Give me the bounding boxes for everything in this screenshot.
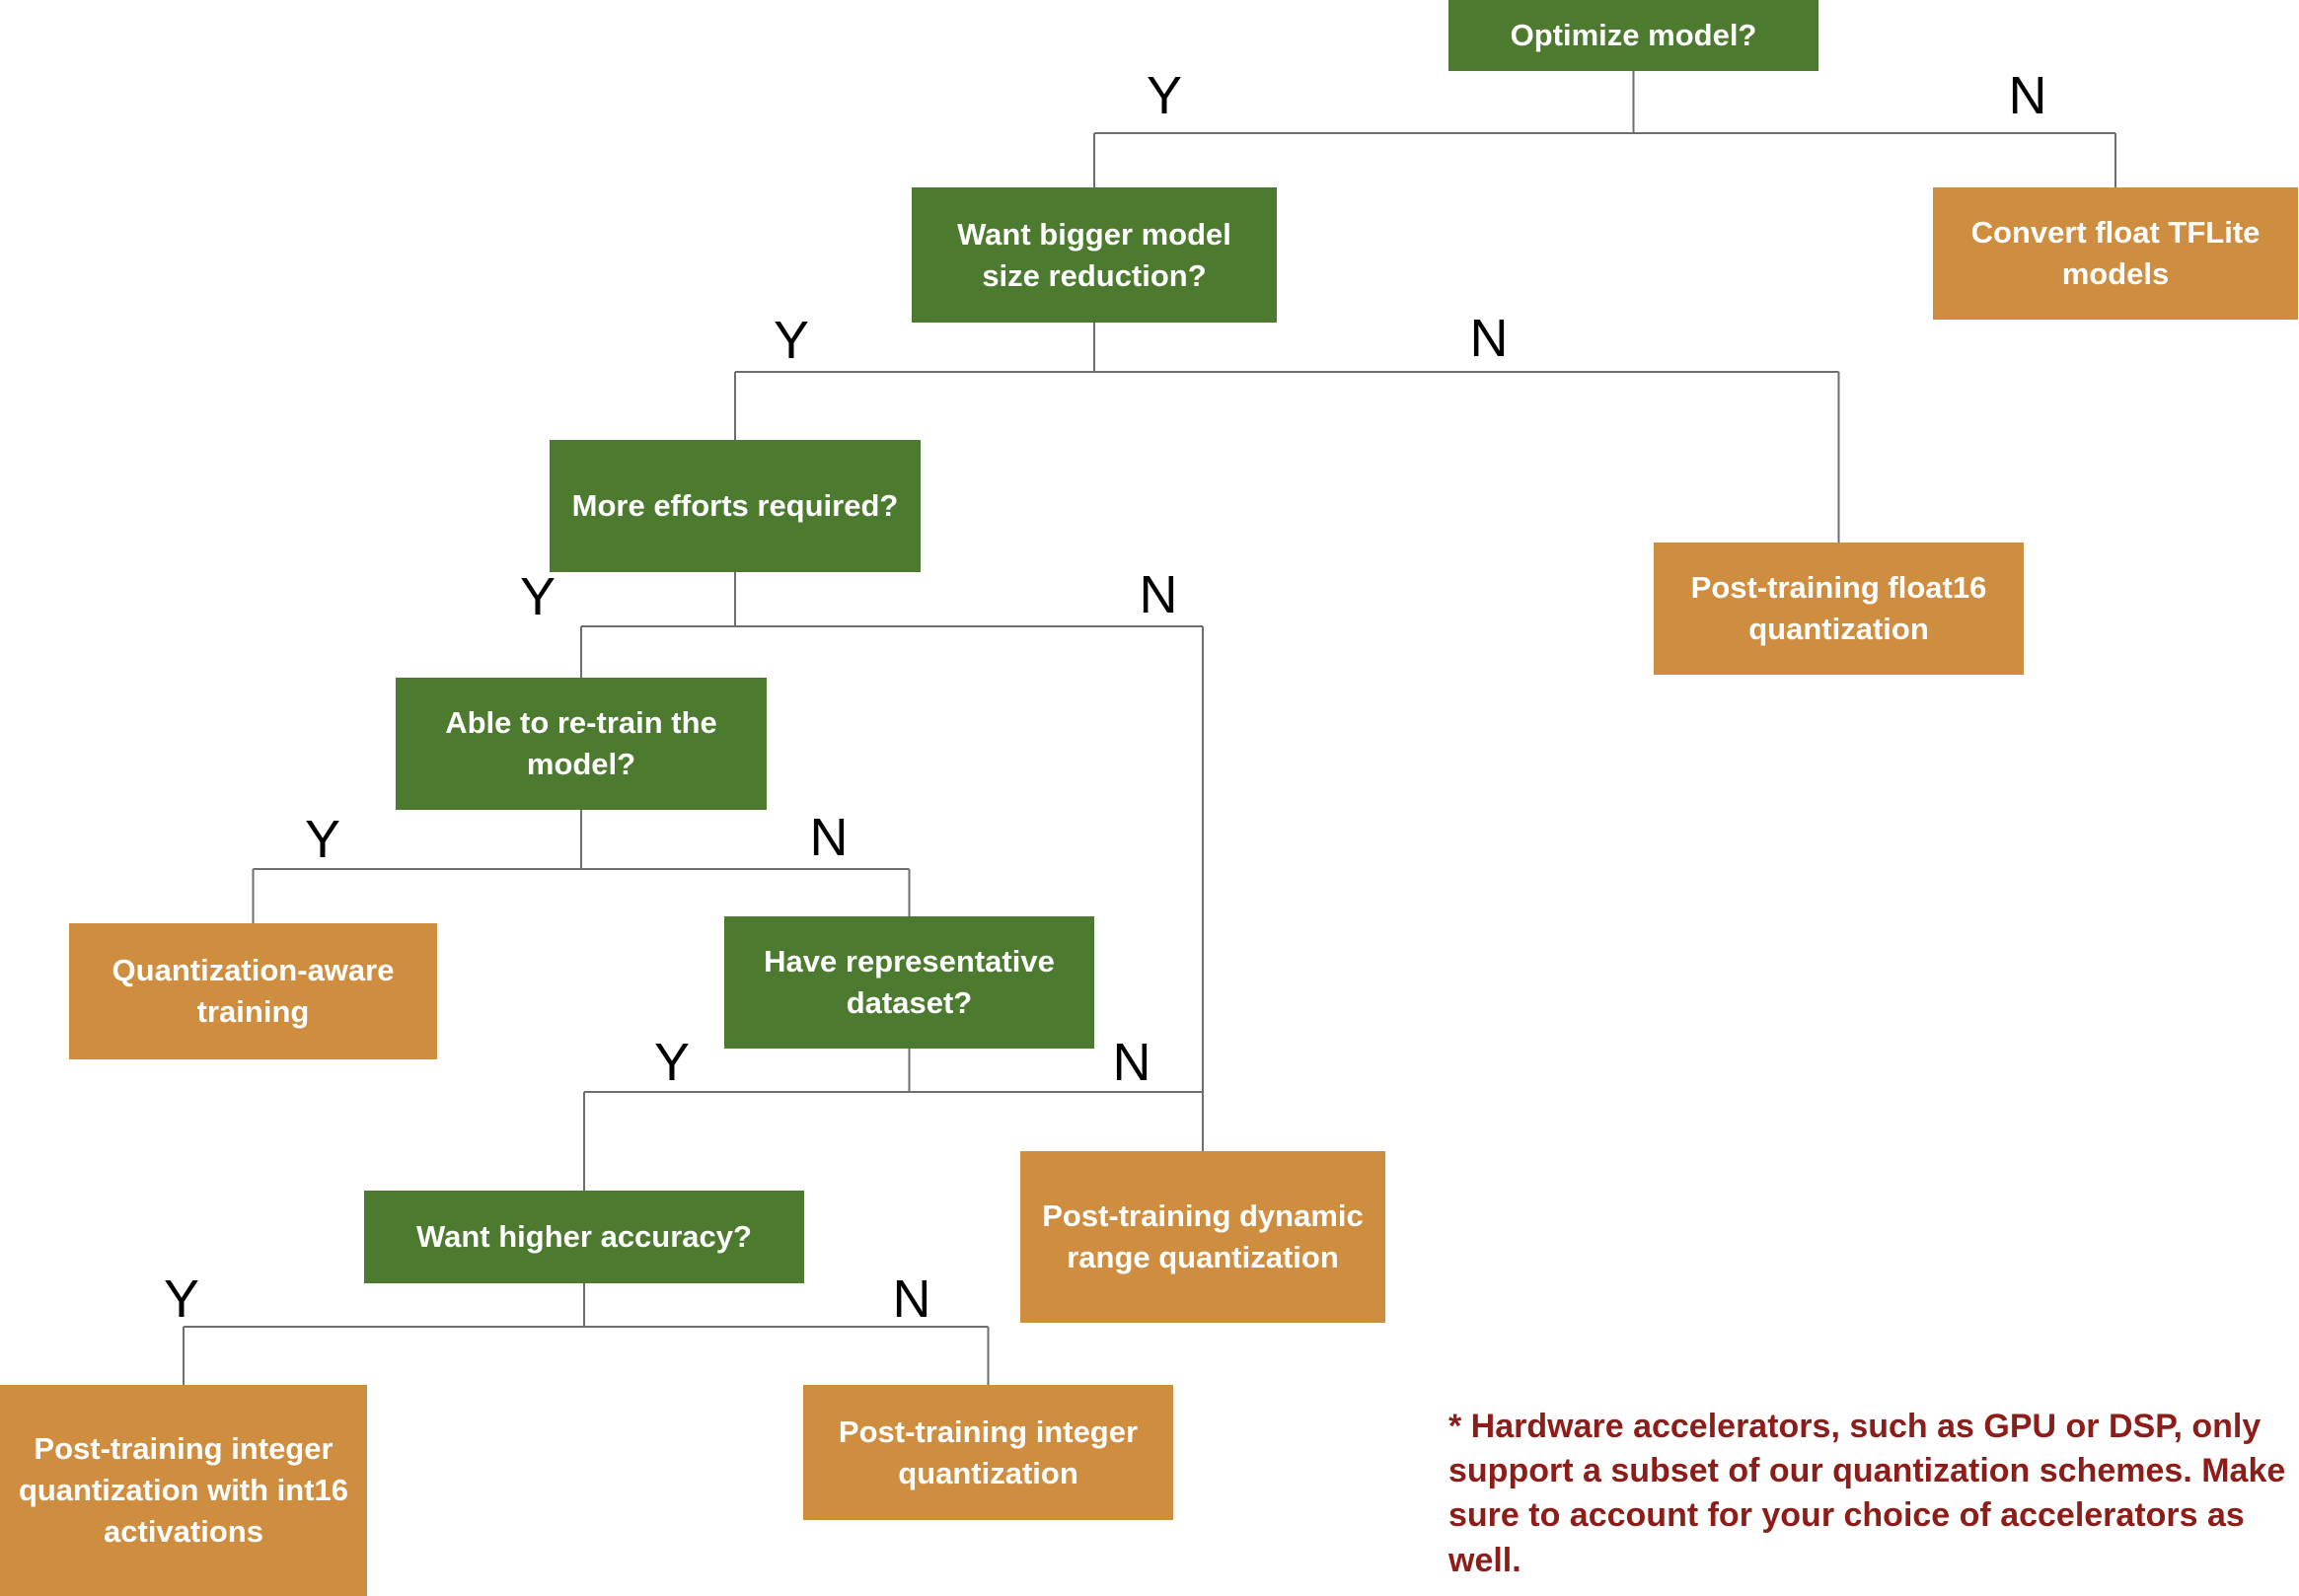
node-integer-quantization: Post-training integer quantization xyxy=(803,1385,1173,1520)
branch-label-yes: Y xyxy=(519,567,556,626)
node-dynamic-range-quantization: Post-training dynamic range quantization xyxy=(1020,1151,1385,1323)
node-quantization-aware-training: Quantization-aware training xyxy=(69,923,437,1059)
node-label: Post-training dynamic range quantization xyxy=(1042,1198,1364,1274)
branch-label-yes: Y xyxy=(773,311,810,370)
branch-label-yes: Y xyxy=(163,1270,200,1329)
node-label: Post-training float16 quantization xyxy=(1690,570,1987,646)
footnote: * Hardware accelerators, such as GPU or … xyxy=(1448,1408,2286,1579)
node-convert-float-tflite: Convert float TFLite models xyxy=(1933,187,2298,320)
branch-label-no: N xyxy=(1112,1033,1151,1092)
node-want-higher-accuracy: Want higher accuracy? xyxy=(364,1191,804,1283)
branch-label-no: N xyxy=(892,1270,931,1329)
node-able-retrain: Able to re-train the model? xyxy=(396,678,767,810)
node-label: Quantization-aware training xyxy=(111,953,395,1029)
edge-higher-accuracy-split xyxy=(183,1283,990,1385)
node-representative-dataset: Have representative dataset? xyxy=(724,916,1094,1049)
node-label: Post-training integer quantization xyxy=(838,1414,1139,1490)
branch-label-yes: Y xyxy=(304,810,341,869)
edge-optimize-split xyxy=(1093,71,2116,187)
node-label: Able to re-train the model? xyxy=(445,705,717,781)
node-label: Have representative dataset? xyxy=(764,944,1055,1020)
edge-retrain-split xyxy=(252,810,911,923)
edge-bigger-reduction-split xyxy=(734,323,1840,543)
branch-label-no: N xyxy=(809,808,849,867)
branch-label-yes: Y xyxy=(653,1033,691,1092)
branch-label-yes: Y xyxy=(1146,66,1183,125)
node-label: More efforts required? xyxy=(571,488,899,524)
node-label: Want higher accuracy? xyxy=(416,1219,752,1255)
branch-label-no: N xyxy=(2008,66,2047,125)
node-label: Want bigger model size reduction? xyxy=(957,216,1231,293)
node-int16-activations: Post-training integer quantization with … xyxy=(0,1385,367,1596)
branch-label-no: N xyxy=(1469,309,1509,368)
node-float16-quantization: Post-training float16 quantization xyxy=(1654,543,2024,675)
branch-label-no: N xyxy=(1139,565,1178,624)
node-label: Convert float TFLite models xyxy=(1970,215,2261,291)
node-optimize-model: Optimize model? xyxy=(1448,0,1818,71)
edge-rep-dataset-split xyxy=(583,1049,1203,1191)
node-label: Post-training integer quantization with … xyxy=(18,1431,349,1549)
edge-more-efforts-split xyxy=(580,572,1204,1151)
node-more-efforts: More efforts required? xyxy=(550,440,921,572)
node-label: Optimize model? xyxy=(1510,18,1757,53)
node-want-bigger-reduction: Want bigger model size reduction? xyxy=(912,187,1277,323)
